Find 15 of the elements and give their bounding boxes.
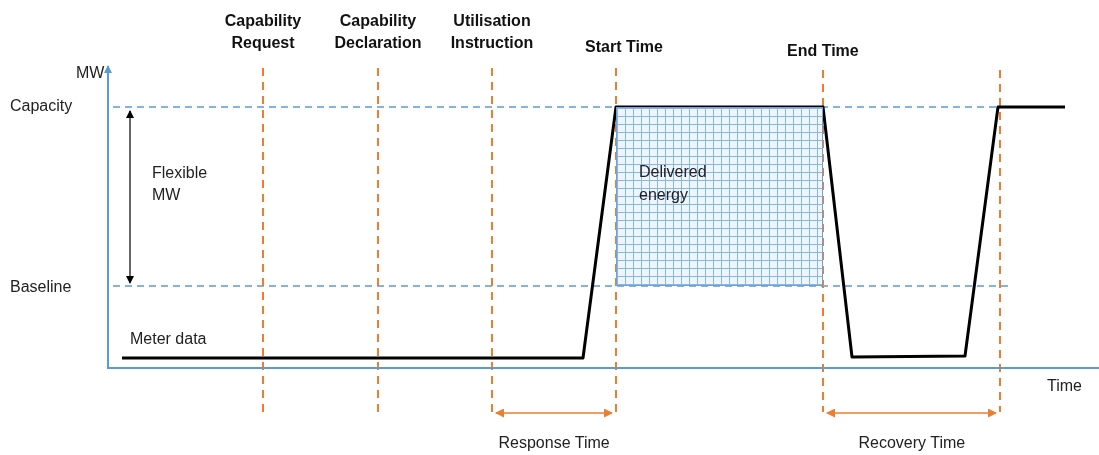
series-label: Meter data xyxy=(130,329,207,349)
event-label: End Time xyxy=(787,41,859,61)
event-label: Capability Request xyxy=(223,11,303,53)
dimension-label: Recovery Time xyxy=(858,433,966,453)
dimension-label: Response Time xyxy=(498,433,610,453)
level-label: Capacity xyxy=(10,96,73,116)
event-label: Utilisation Instruction xyxy=(449,11,535,53)
event-label: Capability Declaration xyxy=(333,11,423,53)
area-label: Delivered energy xyxy=(639,162,708,206)
axis-label: MW xyxy=(76,63,105,83)
level-label: Baseline xyxy=(10,277,72,297)
delivered-energy-area xyxy=(616,107,823,286)
event-label: Start Time xyxy=(585,37,663,57)
axis-label: Time xyxy=(1047,376,1082,396)
dimension-label: Flexible MW xyxy=(152,163,209,205)
